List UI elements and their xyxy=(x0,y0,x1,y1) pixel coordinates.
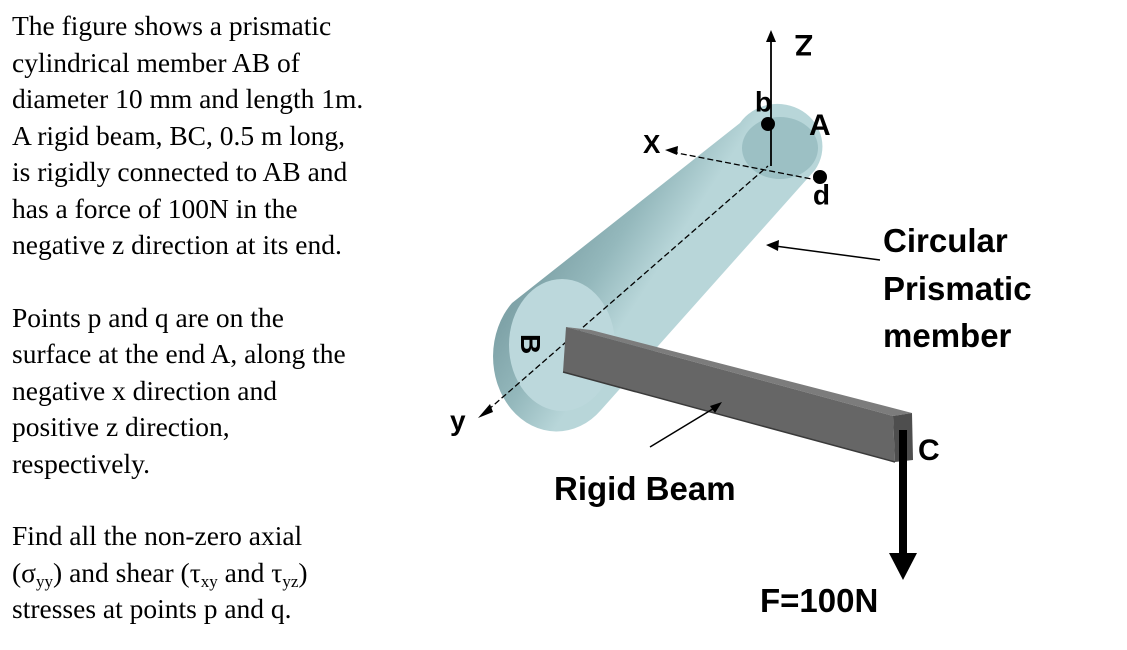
tau-symbol: τ xyxy=(189,556,201,588)
member-label-leader xyxy=(774,245,881,261)
tau-subscript: yz xyxy=(282,571,299,591)
paragraph-3: Find all the non-zero axial (σyy) and sh… xyxy=(12,518,452,628)
member-label-line2: Prismatic xyxy=(883,270,1032,307)
y-axis-line xyxy=(487,165,769,411)
paragraph-1: The figure shows a prismatic cylindrical… xyxy=(12,8,452,264)
text-line: A rigid beam, BC, 0.5 m long, xyxy=(12,119,346,151)
member-label-line3: member xyxy=(883,317,1012,354)
text-line: positive z direction, xyxy=(12,411,230,442)
text-line: Points p and q are on the xyxy=(12,301,284,333)
beam-label-arrowhead xyxy=(710,402,722,413)
point-q-dot xyxy=(761,117,775,131)
text-line: negative x direction and xyxy=(12,374,277,406)
text-fragment: ) and shear ( xyxy=(53,556,190,588)
beam-label: Rigid Beam xyxy=(554,470,736,507)
force-label: F=100N xyxy=(760,582,878,619)
member-label-arrowhead xyxy=(766,240,779,251)
problem-statement: The figure shows a prismatic cylindrical… xyxy=(12,8,452,628)
label-A: A xyxy=(809,109,831,142)
axis-z-label: Z xyxy=(795,28,813,61)
text-line: stresses at points p and q. xyxy=(12,593,292,624)
text-line: has a force of 100N in the xyxy=(12,192,298,224)
x-axis-line xyxy=(671,151,823,182)
tau-subscript: xy xyxy=(200,571,218,591)
text-fragment: and xyxy=(217,556,272,588)
z-axis-arrowhead xyxy=(766,30,776,42)
paragraph-2: Points p and q are on the surface at the… xyxy=(12,300,452,483)
sigma-symbol: σ xyxy=(21,556,36,588)
rigid-beam-top xyxy=(566,327,912,416)
point-q-label: q xyxy=(755,91,772,122)
member-label-line1: Circular xyxy=(883,222,1008,259)
label-C: C xyxy=(918,434,940,467)
tau-symbol: τ xyxy=(271,556,283,588)
text-line: surface at the end A, along the xyxy=(12,338,346,369)
point-p-label: p xyxy=(813,184,830,215)
text-line: diameter 10 mm and length 1m. xyxy=(12,83,364,114)
text-line: Find all the non-zero axial xyxy=(12,520,303,551)
label-B: B xyxy=(515,334,546,354)
text-line: cylindrical member AB of xyxy=(12,46,300,78)
text-line: is rigidly connected to AB and xyxy=(12,156,348,187)
point-p-dot xyxy=(813,170,827,184)
text-line: respectively. xyxy=(12,447,150,479)
sigma-subscript: yy xyxy=(36,571,54,591)
rigid-beam-edge xyxy=(562,371,896,463)
axis-y-label: y xyxy=(450,405,466,436)
beam-label-leader xyxy=(649,406,717,448)
text-line: The figure shows a prismatic xyxy=(12,10,332,41)
cylinder-end-A xyxy=(742,117,818,179)
text-line: negative z direction at its end. xyxy=(12,229,342,260)
stress-symbols-line: (σyy) and shear (τxy and τyz) xyxy=(12,555,452,592)
y-axis-arrowhead xyxy=(478,404,493,418)
axis-x-label: X xyxy=(643,129,661,159)
rigid-beam-side xyxy=(563,327,895,462)
close-paren: ) xyxy=(298,556,308,588)
force-arrowhead xyxy=(889,553,917,580)
x-axis-arrowhead xyxy=(665,146,678,155)
open-paren: ( xyxy=(12,556,22,588)
